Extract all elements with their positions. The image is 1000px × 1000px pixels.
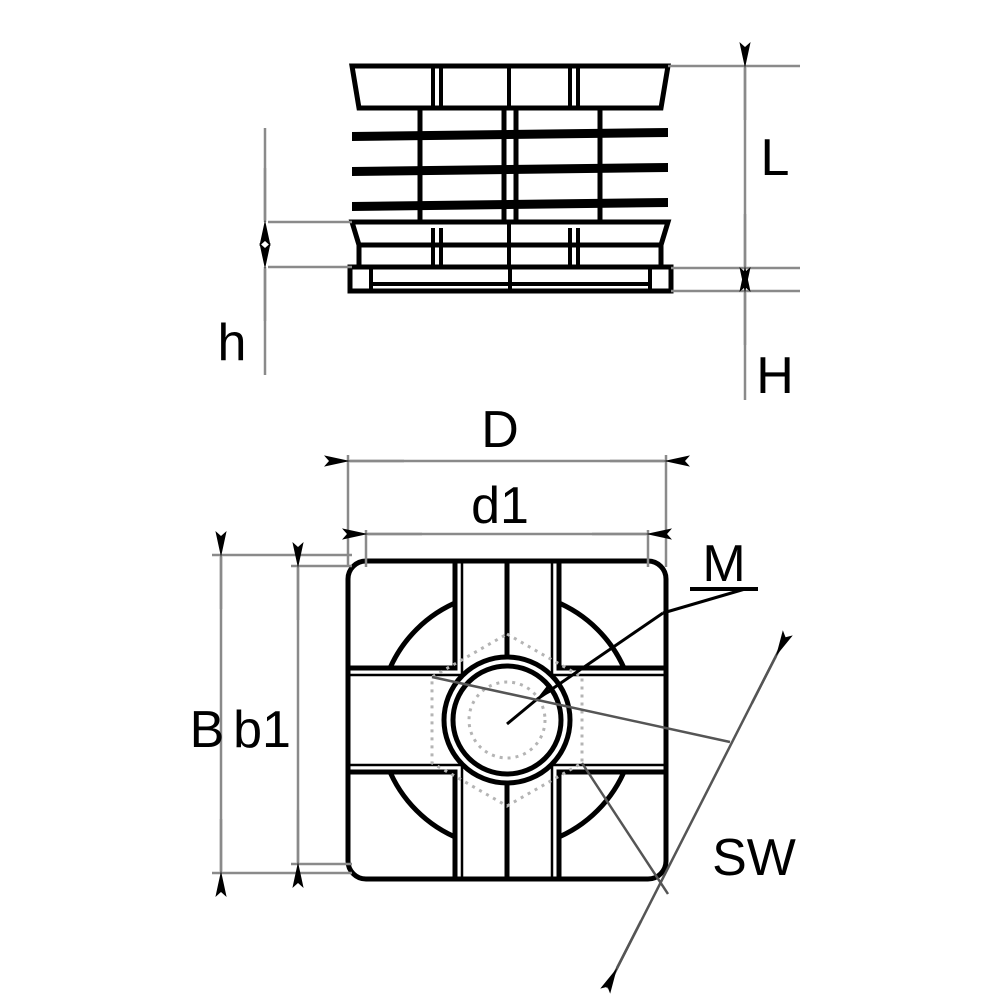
dimension-label-h: h — [218, 314, 247, 372]
dimension-label-H: H — [756, 347, 794, 405]
dimension-label-M: M — [702, 535, 745, 593]
dimension-label-d1: d1 — [471, 477, 529, 535]
side-elevation-view — [259, 42, 800, 400]
sw-arrow-lower — [600, 920, 643, 994]
sw-arrow-upper — [750, 630, 793, 704]
plan-hexagon-nut-hidden — [430, 632, 584, 808]
dimension-label-B: B — [190, 701, 225, 759]
leader-M-slant — [535, 611, 664, 702]
fin-2 — [352, 163, 668, 176]
fin-3 — [352, 198, 668, 211]
leader-M-slant-2 — [662, 587, 746, 615]
dimension-label-SW: SW — [712, 829, 796, 887]
dimension-label-L: L — [761, 129, 790, 187]
side-view-extension-lines — [268, 64, 800, 293]
dimension-label-group: L h H D d1 B b1 M SW — [190, 129, 796, 887]
dimension-SW — [431, 630, 793, 994]
plan-thread-minor-hidden — [467, 680, 547, 760]
top-cap — [349, 63, 671, 111]
lower-collar — [348, 219, 672, 271]
leader-M-arrow — [506, 683, 555, 726]
dimension-label-D: D — [481, 401, 519, 459]
fin-1 — [352, 128, 668, 141]
sw-ext-line-upper — [431, 675, 731, 744]
sw-ext-line-lower — [580, 762, 670, 895]
bottom-plan-view — [212, 455, 793, 994]
leader-M — [506, 587, 758, 726]
base-flange — [347, 264, 674, 294]
dimension-label-b1: b1 — [233, 701, 291, 759]
fin-set — [352, 128, 668, 211]
